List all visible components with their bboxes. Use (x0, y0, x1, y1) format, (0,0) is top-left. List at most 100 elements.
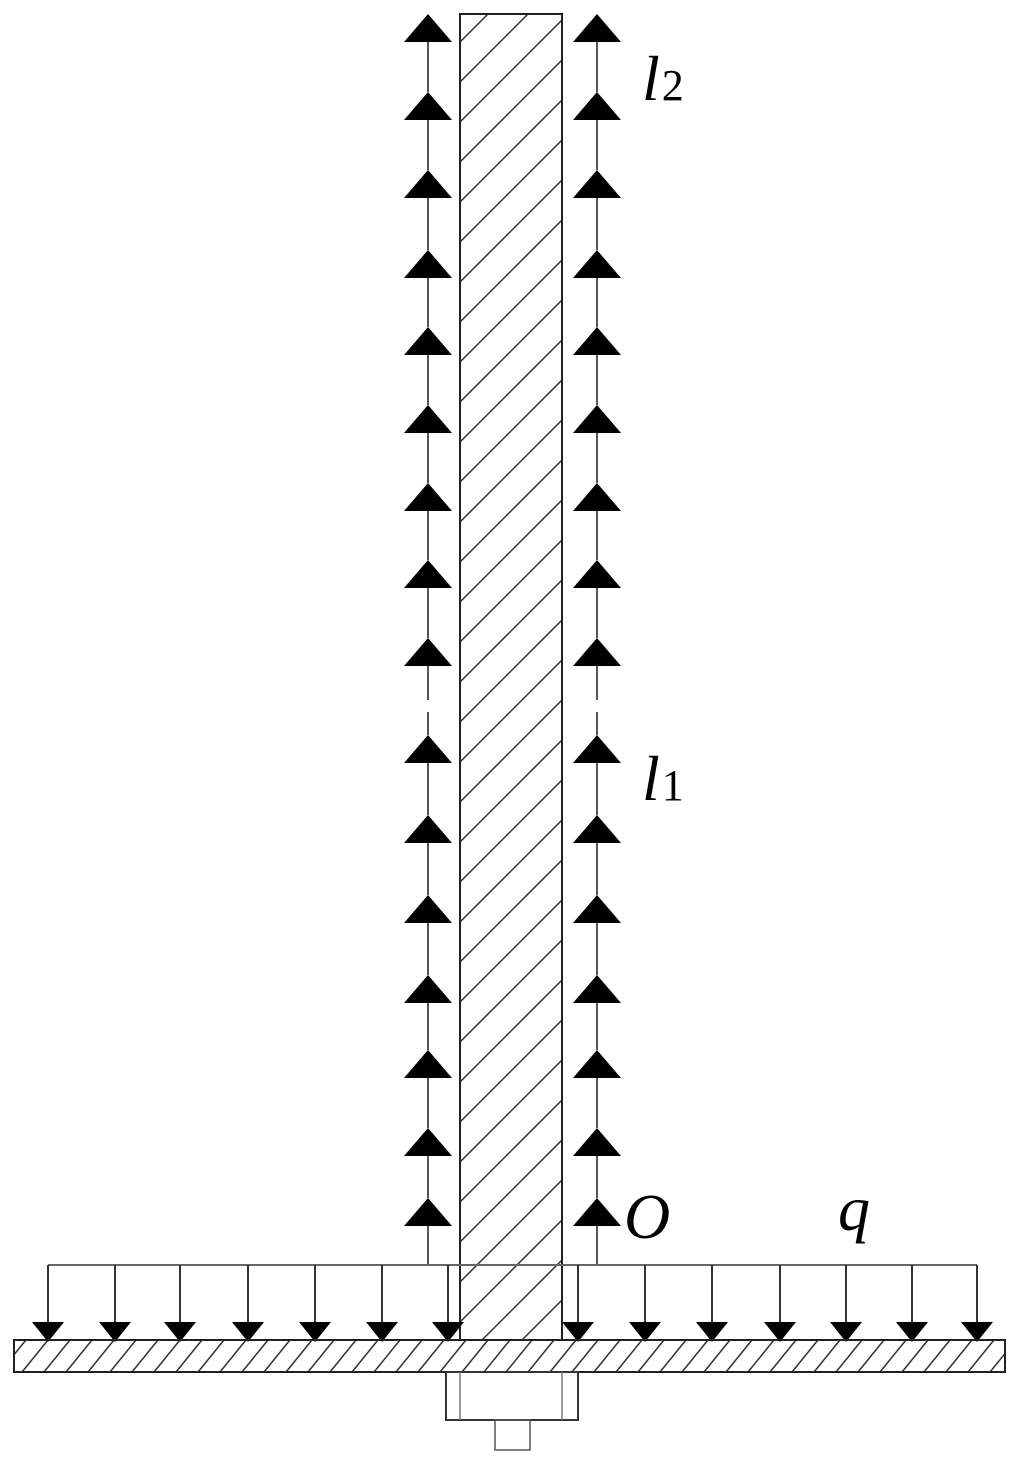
up-arrow-head (404, 327, 452, 355)
hatch-line (459, 13, 529, 83)
up-arrow-head (573, 735, 621, 763)
hatch-line (175, 1339, 203, 1373)
hatch-line (87, 1339, 115, 1373)
up-arrow-head (404, 895, 452, 923)
hatch-line (21, 1339, 49, 1373)
up-arrow-head (404, 815, 452, 843)
hatch-line (857, 1339, 885, 1373)
hatch-line (459, 819, 563, 923)
down-arrow-head (432, 1322, 464, 1342)
hatch-line (13, 1339, 27, 1356)
hatch-line (263, 1339, 291, 1373)
up-arrow-head (404, 1198, 452, 1226)
hatch-line (285, 1339, 313, 1373)
hatch-line (373, 1339, 401, 1373)
down-arrow-head (629, 1322, 661, 1342)
hatch-line (459, 419, 563, 523)
hatch-line (901, 1339, 929, 1373)
up-arrow-head (404, 483, 452, 511)
label-l2: l2 (642, 43, 684, 114)
up-arrow-head (404, 405, 452, 433)
hatch-line (459, 219, 563, 323)
up-arrow-head (404, 735, 452, 763)
hatch-line (459, 619, 563, 723)
hatch-line (659, 1339, 687, 1373)
hatch-line (459, 779, 563, 883)
hatch-line (835, 1339, 863, 1373)
up-arrow-head (404, 92, 452, 120)
down-arrow-head (696, 1322, 728, 1342)
hatch-line (945, 1339, 973, 1373)
hatch-line (307, 1339, 335, 1373)
up-arrow-head (404, 1128, 452, 1156)
hatch-line (459, 539, 563, 643)
up-arrow-head (404, 975, 452, 1003)
hatch-line (637, 1339, 665, 1373)
hatch-line (329, 1339, 357, 1373)
pile-column (459, 13, 563, 1341)
down-arrow-head (164, 1322, 196, 1342)
up-arrow-head (573, 92, 621, 120)
hatch-line (459, 699, 563, 803)
hatch-line (923, 1339, 951, 1373)
hatch-line (459, 499, 563, 603)
hatch-line (131, 1339, 159, 1373)
hatch-line (481, 1259, 563, 1341)
hatch-line (459, 899, 563, 1003)
down-arrow-head (232, 1322, 264, 1342)
up-arrow-head (573, 1198, 621, 1226)
hatch-line (459, 99, 563, 203)
pile-hatch (459, 13, 563, 1341)
side-friction-arrows (404, 14, 621, 1265)
hatch-line (747, 1339, 775, 1373)
down-arrow-head (299, 1322, 331, 1342)
label-l1: l1 (642, 743, 684, 814)
hatch-line (459, 1099, 563, 1203)
hatch-line (459, 179, 563, 283)
up-arrow-head (573, 405, 621, 433)
hatch-line (459, 1019, 563, 1123)
anchor-block (445, 1371, 579, 1421)
hatch-line (417, 1339, 445, 1373)
down-arrow-head (830, 1322, 862, 1342)
hatch-line (483, 1339, 511, 1373)
hatch-line (459, 659, 563, 763)
hatch-line (459, 979, 563, 1083)
anchor-bolt (494, 1419, 531, 1451)
hatch-line (813, 1339, 841, 1373)
hatch-line (459, 459, 563, 563)
hatch-line (459, 939, 563, 1043)
up-arrow-head (573, 1128, 621, 1156)
hatch-line (439, 1339, 467, 1373)
hatch-line (395, 1339, 423, 1373)
hatch-line (65, 1339, 93, 1373)
label-load-q: q (838, 1173, 870, 1244)
hatch-line (681, 1339, 709, 1373)
hatch-line (459, 139, 563, 243)
hatch-line (197, 1339, 225, 1373)
hatch-line (505, 1339, 533, 1373)
up-arrow-head (404, 14, 452, 42)
hatch-line (459, 13, 489, 43)
hatch-line (459, 579, 563, 683)
up-arrow-head (404, 250, 452, 278)
up-arrow-head (573, 560, 621, 588)
hatch-line (461, 1339, 489, 1373)
up-arrow-head (404, 170, 452, 198)
hatch-line (109, 1339, 137, 1373)
up-arrow-head (573, 250, 621, 278)
hatch-line (219, 1339, 247, 1373)
label-origin: O (624, 1181, 670, 1252)
hatch-line (241, 1339, 269, 1373)
hatch-line (521, 1299, 563, 1341)
up-arrow-head (404, 560, 452, 588)
hatch-line (459, 59, 563, 163)
hatch-line (879, 1339, 907, 1373)
down-arrow-head (99, 1322, 131, 1342)
down-arrow-head (32, 1322, 64, 1342)
hatch-line (459, 19, 563, 123)
down-arrow-head (961, 1322, 993, 1342)
up-arrow-head (573, 483, 621, 511)
hatch-line (43, 1339, 71, 1373)
